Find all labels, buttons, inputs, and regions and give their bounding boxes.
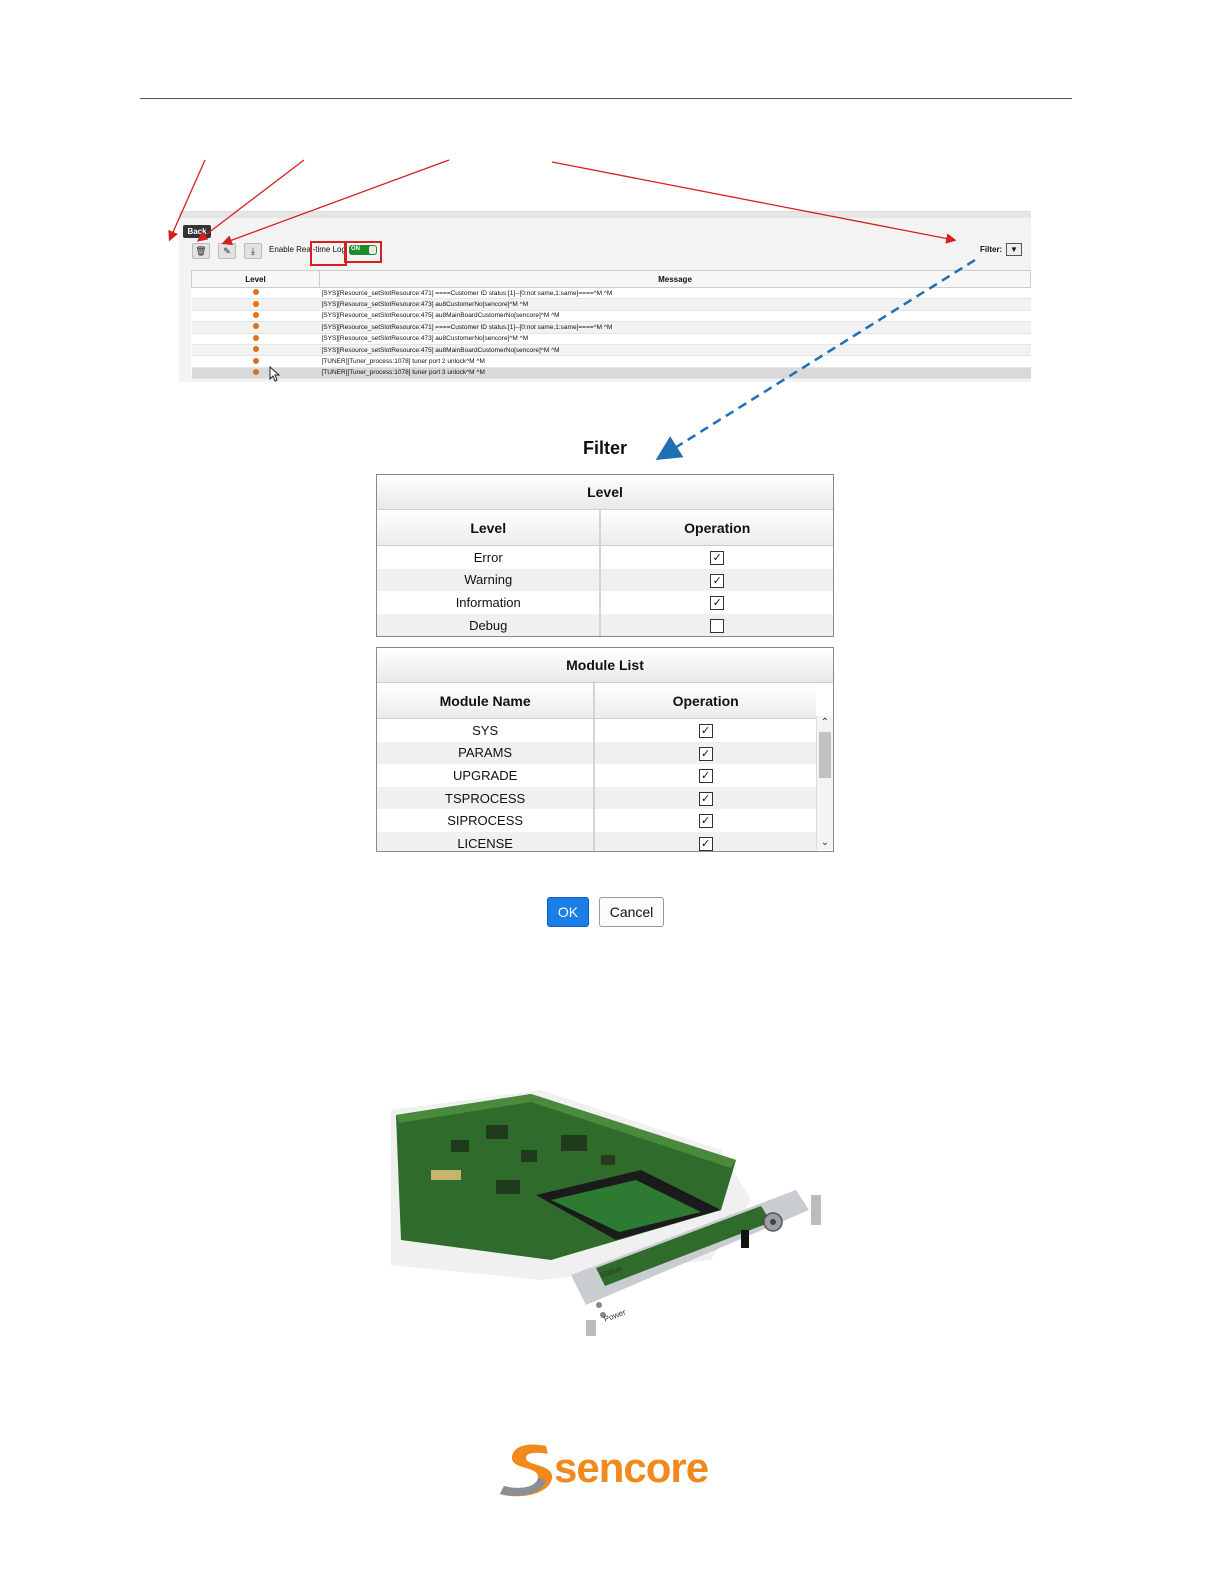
table-row[interactable]: [SYS][Resource_setSlotResource:473] au8C… [191, 333, 1031, 345]
module-name: PARAMS [377, 741, 596, 765]
filter-icon[interactable]: ▼ [1006, 243, 1022, 256]
table-row[interactable]: [SYS][Resource_setSlotResource:471] ====… [191, 287, 1031, 300]
arrow-to-clear [221, 159, 450, 246]
warning-icon [252, 289, 259, 296]
column-header-operation: Operation [594, 683, 816, 719]
column-header-operation: Operation [600, 510, 833, 546]
log-message: [TUNER][Tuner_process:1078] tuner port 2… [319, 355, 1031, 368]
toggle-knob [369, 246, 376, 254]
table-row[interactable]: [SYS][Resource_setSlotResource:475] au8M… [191, 310, 1031, 323]
module-table: Module Name Operation SYS ✓ PARAMS ✓ UPGRA… [377, 683, 816, 851]
arrow-to-trash [196, 159, 305, 242]
level-error-checkbox[interactable]: ✓ [710, 551, 725, 566]
level-name: Debug [377, 613, 602, 637]
module-name: SIPROCESS [377, 809, 596, 832]
module-params-checkbox[interactable]: ✓ [698, 746, 713, 761]
module-name: LICENSE [377, 831, 596, 851]
level-name: Warning [377, 568, 602, 592]
warning-icon [252, 300, 259, 307]
level-panel-header: Level [377, 475, 833, 510]
log-message: [SYS][Resource_setSlotResource:473] au8C… [319, 333, 1031, 345]
module-list-scrollbar[interactable]: ⌃ ⌄ [816, 716, 833, 850]
warning-icon [252, 334, 259, 341]
level-warning-checkbox[interactable]: ✓ [710, 573, 725, 588]
filter-label: Filter: [980, 245, 1003, 254]
table-row: TSPROCESS ✓ [377, 786, 816, 810]
log-message: [SYS][Resource_setSlotResource:475] au8M… [319, 344, 1031, 357]
table-row[interactable]: [TUNER][Tuner_process:1078] tuner port 3… [191, 367, 1031, 380]
table-row: SIPROCESS ✓ [377, 809, 816, 832]
log-screenshot: Back 🗑 ✎ ⤓ Enable Real-time Log ON Filte… [179, 211, 1031, 382]
warning-icon [252, 346, 259, 353]
level-debug-checkbox[interactable] [710, 618, 725, 633]
table-row: LICENSE ✓ [377, 831, 816, 851]
table-row: Information ✓ [377, 591, 833, 614]
table-row[interactable]: [SYS][Resource_setSlotResource:471] ====… [191, 321, 1031, 334]
table-row: Debug [377, 613, 833, 637]
level-name: Information [377, 591, 602, 614]
table-row[interactable]: [TUNER][Tuner_process:1078] tuner port 2… [191, 355, 1031, 368]
column-header-level[interactable]: Level [191, 270, 320, 288]
mouse-cursor-icon [269, 366, 281, 382]
highlight-box-label [310, 241, 347, 266]
table-row: SYS ✓ [377, 718, 816, 742]
level-name: Error [377, 545, 602, 569]
module-upgrade-checkbox[interactable]: ✓ [698, 769, 713, 784]
log-message: [SYS][Resource_setSlotResource:471] ====… [319, 321, 1031, 334]
table-row[interactable]: [SYS][Resource_setSlotResource:473] au8C… [191, 298, 1031, 311]
module-panel-header: Module List [377, 648, 833, 683]
column-header-module-name: Module Name [377, 683, 596, 719]
sencore-logo-text: sencore [554, 1444, 709, 1491]
table-row: Warning ✓ [377, 568, 833, 592]
arrow-to-filter [551, 161, 957, 244]
module-list-panel: Module List Module Name Operation SYS ✓ P… [376, 647, 834, 852]
warning-icon [252, 368, 259, 375]
table-row: Error ✓ [377, 545, 833, 569]
warning-icon [252, 357, 259, 364]
top-strip [179, 212, 1031, 218]
module-tsprocess-checkbox[interactable]: ✓ [698, 791, 713, 806]
header-rule [140, 98, 1072, 99]
column-header-level: Level [377, 510, 602, 546]
log-table: Level Message [SYS][Resource_setSlotReso… [191, 270, 1031, 380]
log-message: [SYS][Resource_setSlotResource:475] au8M… [319, 310, 1031, 323]
sencore-logo-icon [500, 1444, 553, 1497]
realtime-log-toggle[interactable]: ON [349, 245, 377, 255]
level-information-checkbox[interactable]: ✓ [710, 596, 725, 611]
download-icon[interactable]: ⤓ [244, 243, 262, 259]
trash-icon[interactable]: 🗑 [192, 243, 210, 259]
scroll-down-icon[interactable]: ⌄ [820, 837, 830, 848]
module-sys-checkbox[interactable]: ✓ [698, 724, 713, 739]
module-name: SYS [377, 718, 596, 742]
warning-icon [252, 323, 259, 330]
tuner-card-photo: Status Power [391, 1090, 825, 1340]
module-name: TSPROCESS [377, 786, 596, 810]
ok-button[interactable]: OK [547, 897, 589, 927]
realtime-log-label: Enable Real-time Log [269, 245, 346, 254]
arrow-to-dialog [655, 258, 976, 460]
module-siprocess-checkbox[interactable]: ✓ [698, 814, 713, 829]
filter-dialog-title: Filter [582, 438, 627, 458]
log-message: [SYS][Resource_setSlotResource:471] ====… [319, 287, 1031, 300]
table-row[interactable]: [SYS][Resource_setSlotResource:475] au8M… [191, 344, 1031, 357]
highlight-box-toggle [344, 241, 382, 263]
log-message: [SYS][Resource_setSlotResource:473] au8C… [319, 298, 1031, 311]
level-table: Level Operation Error ✓ Warning ✓ Informat… [377, 510, 833, 637]
cancel-button[interactable]: Cancel [599, 897, 664, 927]
scroll-thumb[interactable] [819, 732, 831, 778]
column-header-message[interactable]: Message [319, 270, 1031, 288]
module-license-checkbox[interactable]: ✓ [698, 837, 713, 851]
scroll-up-icon[interactable]: ⌃ [820, 717, 830, 728]
table-row: UPGRADE ✓ [377, 764, 816, 787]
toggle-state: ON [351, 246, 360, 252]
annotation-arrows [168, 159, 976, 460]
module-name: UPGRADE [377, 764, 596, 787]
level-panel: Level Level Operation Error ✓ Warning ✓ In… [376, 474, 834, 638]
table-row: PARAMS ✓ [377, 741, 816, 765]
log-message: [TUNER][Tuner_process:1078] tuner port 3… [319, 367, 1031, 380]
arrow-to-back [168, 159, 206, 242]
warning-icon [252, 311, 259, 318]
